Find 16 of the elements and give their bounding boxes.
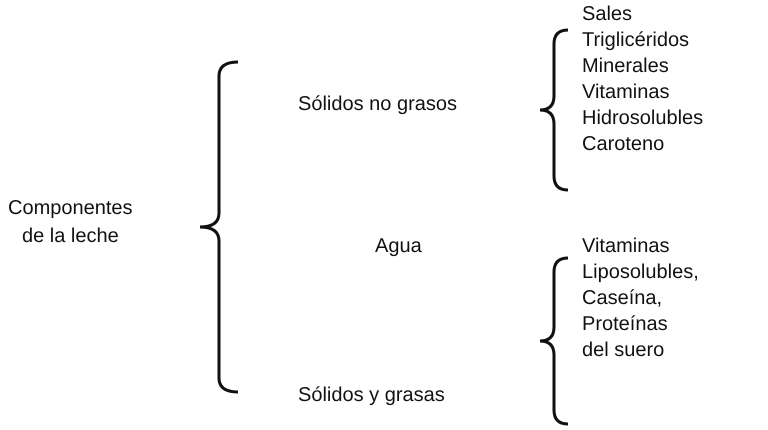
list-item: del suero [582,338,664,362]
category-label: Sólidos y grasas [298,383,445,407]
list-item: Liposolubles, [582,260,699,284]
list-item: Caseína, [582,286,662,310]
category-label: Componentes [8,196,133,220]
category-label: Sólidos no grasos [298,92,457,116]
list-item: Caroteno [582,132,664,156]
list-item: Hidrosolubles [582,106,704,130]
list-item: Vitaminas [582,80,670,104]
list-item: Proteínas [582,312,668,336]
list-item: Minerales [582,54,669,78]
list-item: Triglicéridos [582,28,690,52]
list-item: Sales [582,2,632,26]
category-label: de la leche [22,224,119,248]
list-item: Vitaminas [582,234,670,258]
category-label: Agua [375,234,422,258]
